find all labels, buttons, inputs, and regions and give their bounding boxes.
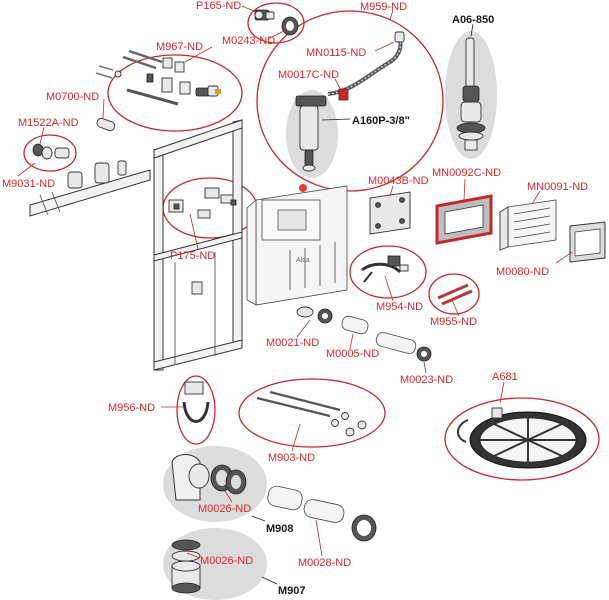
m954-group-ring (349, 245, 427, 299)
m903-group-ring (238, 378, 386, 448)
pipe-long (375, 332, 417, 354)
m0043b-plate (369, 191, 411, 235)
label-m9031: M9031-ND (2, 178, 55, 190)
label-mn0115: MN0115-ND (306, 47, 366, 59)
installation-frame (153, 119, 243, 371)
m908-rings (210, 464, 247, 495)
label-m959: M959-ND (360, 1, 407, 13)
m907-connector (171, 539, 201, 594)
a681-group-ring (444, 397, 600, 481)
m955-rods (437, 283, 473, 306)
p165-part (254, 9, 275, 21)
label-p175: P175-ND (170, 250, 215, 262)
label-a06-850: A06-850 (452, 14, 494, 26)
m954-parts (361, 255, 409, 283)
m0700-part (96, 117, 116, 132)
brand-mark: Alca (296, 257, 310, 264)
label-m956: M956-ND (108, 402, 155, 414)
label-m967: M967-ND (156, 41, 203, 53)
label-p165: P165-ND (196, 0, 241, 12)
m959-group-ring (256, 10, 444, 192)
a160p-valve (295, 95, 327, 172)
label-m0028: M0028-ND (298, 557, 351, 569)
label-m0080: M0080-ND (496, 266, 549, 278)
label-m907: M907 (278, 585, 306, 597)
m956-clamp (182, 381, 210, 423)
label-mn0092c: MN0092C-ND (432, 167, 501, 179)
label-a160p: A160P-3/8" (352, 115, 410, 127)
m0017c-part (338, 88, 349, 101)
m9031-parts (32, 143, 70, 160)
label-m0026-b: M0026-ND (200, 555, 253, 567)
m903-bolts (256, 390, 367, 437)
label-m0043b: M0043B-ND (368, 175, 429, 187)
m0021-connector (296, 306, 333, 324)
label-m0026-a: M0026-ND (198, 503, 251, 515)
label-m0700: M0700-ND (46, 91, 99, 103)
a06-850-valve (456, 37, 486, 151)
mn0092c-gasket (435, 194, 493, 245)
mn0091-box (499, 199, 557, 251)
m0005-pipe (341, 315, 369, 335)
m0023-ring (416, 346, 432, 362)
label-m0017c: M0017C-ND (278, 69, 339, 81)
label-m0243: M0243-ND (222, 35, 275, 47)
m967-parts (95, 49, 221, 106)
label-m908: M908 (266, 523, 294, 535)
label-m1522a: M1522A-ND (18, 117, 79, 129)
label-m0005: M0005-ND (326, 348, 379, 360)
label-mn0091: MN0091-ND (527, 181, 588, 193)
label-m0023: M0023-ND (400, 374, 453, 386)
wall-bracket (29, 160, 151, 217)
m955-group-ring (428, 273, 480, 315)
tank-indicator-dot (299, 184, 307, 192)
a681-frame (457, 407, 587, 469)
m0243-ring (281, 16, 299, 36)
m9031-group-ring (23, 134, 77, 172)
mn0115-hose (327, 31, 405, 96)
m0028-pipe (267, 485, 345, 523)
m908-elbow (171, 454, 210, 501)
m0080-frame (569, 221, 606, 263)
label-m903: M903-ND (268, 452, 315, 464)
label-m0021: M0021-ND (266, 337, 319, 349)
p175-parts (168, 187, 237, 219)
m967-group-ring (107, 54, 243, 132)
label-m954: M954-ND (376, 301, 423, 313)
m0028-ring (351, 514, 377, 542)
m956-group-ring (176, 375, 216, 445)
cistern-tank: Alca (246, 184, 348, 306)
label-a681: A681 (492, 371, 518, 383)
label-m955: M955-ND (430, 316, 477, 328)
